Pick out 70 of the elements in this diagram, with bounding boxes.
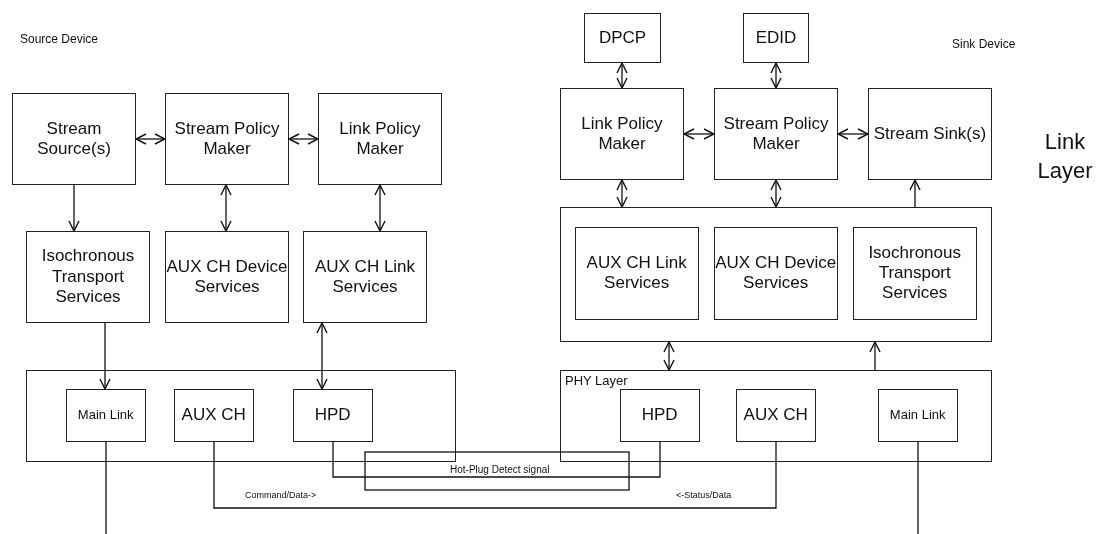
box-label: Main Link (889, 407, 946, 423)
process-box (743, 13, 809, 63)
process-box (292, 388, 373, 442)
box-label: Isochronous Transport Services (867, 242, 962, 304)
process-box (852, 226, 977, 320)
box-label: Main Link (77, 407, 134, 423)
box-label: Stream Source(s) (36, 118, 112, 160)
arrow (869, 341, 881, 371)
connector-line (105, 441, 107, 534)
container-box (560, 207, 992, 342)
box-label: Link Policy Maker (580, 113, 664, 155)
arrow (135, 133, 166, 145)
process-box (714, 88, 838, 180)
process-box (868, 88, 992, 180)
box-label: AUX CH (181, 405, 246, 426)
box-label: HPD (314, 405, 351, 426)
process-box (713, 226, 838, 320)
box-label: EDID (755, 27, 797, 49)
process-box (574, 226, 699, 320)
connector-line (332, 441, 661, 478)
process-box (735, 388, 816, 442)
process-box (26, 231, 150, 323)
connector-line (917, 441, 919, 534)
box-label: DPCP (598, 27, 647, 49)
signal-direction-label: <-Status/Data (676, 490, 732, 500)
arrow (68, 184, 80, 232)
arrow (374, 184, 386, 232)
arrow (616, 62, 628, 89)
edge-label: Hot-Plug Detect signal (450, 464, 550, 475)
process-box (318, 93, 442, 185)
box-label: Isochronous Transport Services (40, 246, 136, 308)
process-box (303, 231, 427, 323)
process-box (65, 388, 146, 442)
process-box (12, 93, 136, 185)
arrow (99, 322, 111, 390)
connector-line (213, 441, 777, 509)
process-box (619, 388, 700, 442)
layer-label: PHY Layer (565, 373, 628, 389)
arrow (770, 179, 782, 208)
box-label: HPD (641, 405, 678, 426)
box-label: AUX CH (743, 405, 808, 426)
process-box (560, 88, 684, 180)
process-box (173, 388, 254, 442)
process-box (877, 388, 958, 442)
container-box (26, 370, 456, 462)
process-box (165, 231, 289, 323)
layer-label: Link Layer (1036, 128, 1094, 185)
box-label: AUX CH Device Services (714, 252, 837, 294)
arrow (220, 184, 232, 232)
edge-label: Command/Data-> (245, 490, 317, 500)
arrow (616, 179, 628, 208)
arrow (909, 179, 921, 208)
box-label: AUX CH Link Services (585, 252, 688, 294)
arrow (316, 322, 328, 390)
arrow (683, 128, 715, 140)
box-label: Link Policy Maker (338, 118, 422, 160)
box-label: Stream Policy Maker (722, 113, 830, 155)
arrow (837, 128, 869, 140)
heading: Sink Device (952, 37, 1016, 51)
process-box (584, 13, 661, 63)
box-label: AUX CH Link Services (313, 256, 417, 298)
box-label: Stream Policy Maker (173, 118, 281, 160)
box-label: AUX CH Device Services (166, 256, 288, 298)
arrow (770, 62, 782, 89)
arrow (288, 133, 319, 145)
process-box (165, 93, 289, 185)
box-label: Stream Sink(s) (873, 123, 987, 145)
arrow (663, 341, 675, 371)
heading: Source Device (20, 32, 99, 46)
layer-box (560, 370, 992, 462)
